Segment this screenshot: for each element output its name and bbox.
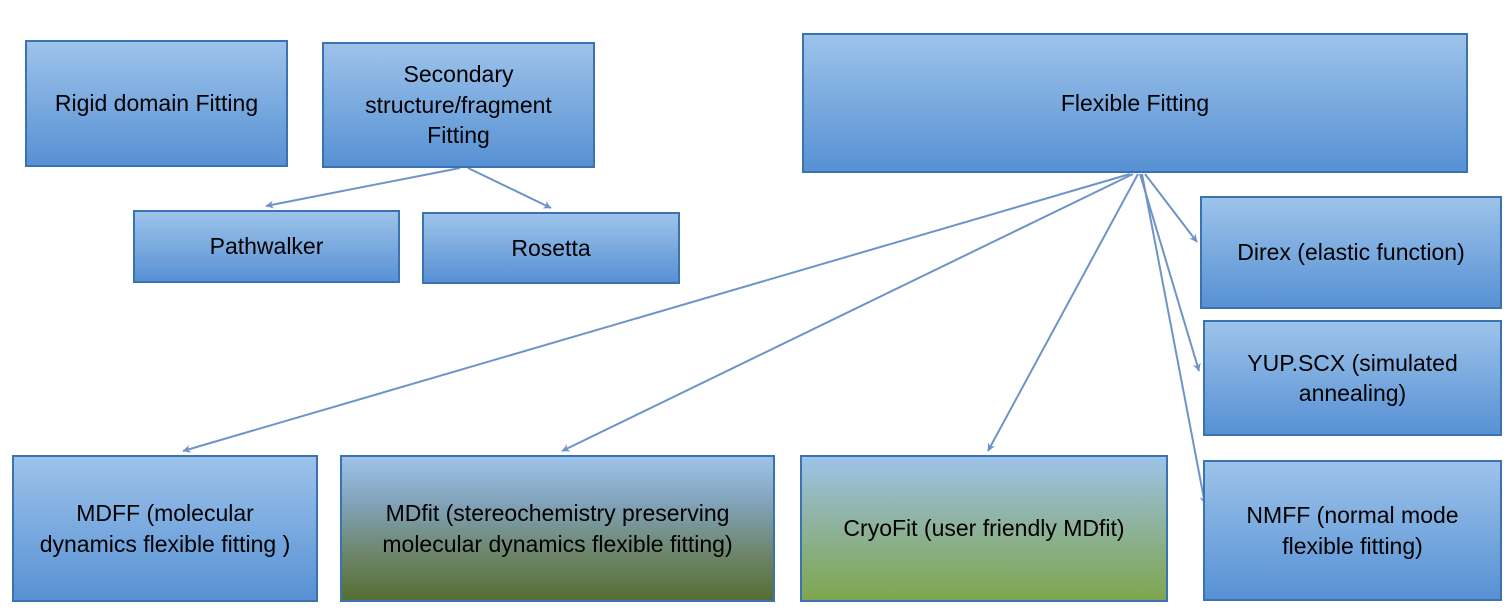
node-flexible-fitting: Flexible Fitting (802, 33, 1468, 173)
node-secondary-structure-fragment-fitting: Secondary structure/fragment Fitting (322, 42, 595, 168)
node-direx: Direx (elastic function) (1200, 196, 1502, 309)
node-cryofit-label: CryoFit (user friendly MDfit) (843, 515, 1125, 542)
connector-flexible-to-cryofit (987, 173, 1139, 452)
node-rigid-domain-fitting: Rigid domain Fitting (25, 40, 288, 167)
node-yup-scx-label: YUP.SCX (simulated annealing) (1247, 349, 1458, 406)
node-yup-scx: YUP.SCX (simulated annealing) (1203, 320, 1502, 436)
node-direx-label: Direx (elastic function) (1237, 239, 1465, 266)
node-cryofit: CryoFit (user friendly MDfit) (800, 455, 1168, 602)
node-pathwalker-label: Pathwalker (209, 233, 324, 260)
node-rigid-domain-fitting-label: Rigid domain Fitting (54, 90, 259, 117)
node-pathwalker: Pathwalker (133, 210, 400, 283)
connector-flexible-to-direx (1144, 173, 1198, 243)
node-rosetta: Rosetta (422, 212, 680, 284)
connector-secondary-to-pathwalker (265, 167, 461, 209)
node-secondary-structure-fragment-fitting-label: Secondary structure/fragment Fitting (365, 61, 552, 149)
node-mdff-label: MDFF (molecular dynamics flexible fittin… (39, 500, 291, 557)
node-flexible-fitting-label: Flexible Fitting (1060, 89, 1210, 116)
node-rosetta-label: Rosetta (511, 234, 591, 261)
connector-secondary-to-rosetta (467, 167, 552, 209)
node-mdfit: MDfit (stereochemistry preserving molecu… (340, 455, 775, 602)
node-mdfit-label: MDfit (stereochemistry preserving molecu… (382, 500, 733, 557)
connector-flexible-to-yup (1139, 173, 1201, 372)
node-nmff: NMFF (normal mode flexible fitting) (1203, 460, 1502, 601)
node-nmff-label: NMFF (normal mode flexible fitting) (1246, 502, 1459, 559)
node-mdff: MDFF (molecular dynamics flexible fittin… (12, 455, 318, 602)
